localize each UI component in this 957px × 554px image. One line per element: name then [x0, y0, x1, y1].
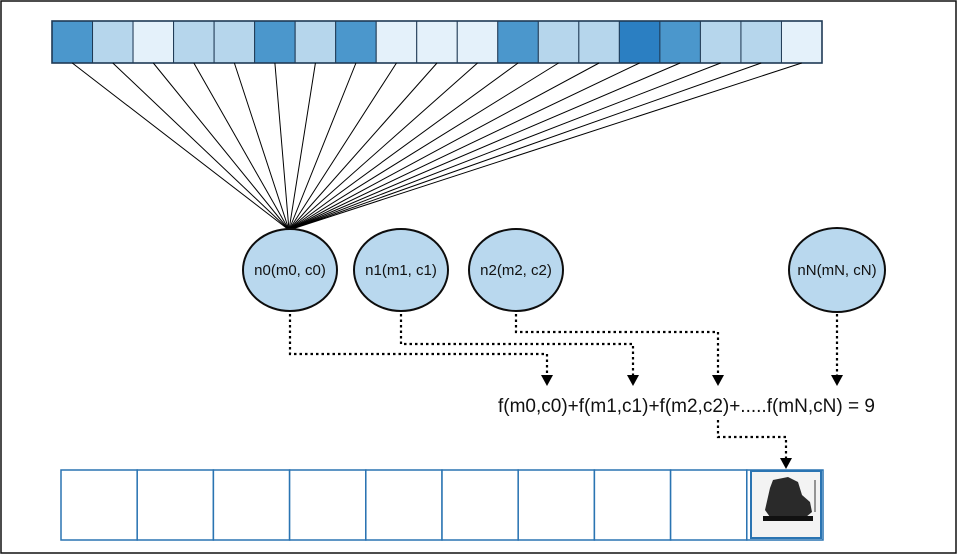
ankle-boot-thumbnail	[750, 470, 822, 539]
connection-line-13	[288, 62, 600, 231]
neuron-nN	[788, 227, 886, 313]
input-cell-10	[456, 20, 499, 64]
input-cell-11	[497, 20, 539, 64]
input-cell-14	[618, 20, 661, 64]
input-cell-17	[740, 20, 782, 64]
boot-sole	[763, 516, 813, 521]
neuron-n0-label: n0(m0, c0)	[254, 262, 326, 279]
dotted-arrows	[288, 314, 839, 460]
connection-line-10	[288, 62, 478, 231]
input-cell-13	[578, 20, 620, 64]
input-vector	[51, 20, 823, 64]
input-cell-9	[416, 20, 458, 64]
sum-formula: f(m0,c0)+f(m1,c1)+f(m2,c2)+.....f(mN,cN)…	[498, 396, 875, 417]
connection-line-15	[288, 62, 681, 231]
connection-line-12	[288, 62, 559, 231]
arrow-n1-to-formula	[399, 314, 635, 377]
connection-line-1	[112, 62, 290, 231]
output-cell-5	[441, 469, 519, 541]
input-cell-5	[254, 20, 296, 64]
output-cell-4	[365, 469, 443, 541]
input-cell-0	[51, 20, 94, 64]
input-cell-7	[335, 20, 377, 64]
connection-line-0	[71, 62, 290, 231]
arrowhead-1	[541, 375, 553, 386]
output-cell-6	[517, 469, 596, 541]
input-cell-12	[537, 20, 580, 64]
connection-lines	[71, 62, 802, 231]
connection-line-7	[288, 62, 357, 231]
connection-line-8	[288, 62, 397, 231]
output-cell-8	[669, 469, 748, 541]
arrow-formula-to-output	[716, 420, 788, 460]
connection-line-14	[288, 62, 640, 231]
neuron-n1-label: n1(m1, c1)	[365, 262, 437, 279]
input-cell-3	[173, 20, 215, 64]
neuron-n2	[468, 228, 564, 312]
output-vector	[60, 469, 824, 541]
connection-line-3	[193, 62, 290, 231]
input-cell-6	[294, 20, 337, 64]
input-cell-4	[213, 20, 256, 64]
neuron-nN-label: nN(mN, cN)	[797, 262, 876, 279]
neuron-layer: n0(m0, c0) n1(m1, c1) n2(m2, c2) nN(mN, …	[242, 227, 886, 313]
arrow-n2-to-formula	[514, 314, 720, 377]
arrowhead-5	[780, 458, 792, 469]
connection-line-2	[152, 62, 290, 231]
arrowhead-3	[712, 375, 724, 386]
connection-line-5	[274, 62, 290, 231]
input-cell-15	[659, 20, 701, 64]
neuron-n2-label: n2(m2, c2)	[480, 262, 552, 279]
connection-line-17	[288, 62, 762, 231]
neuron-n0	[242, 228, 338, 312]
arrowhead-4	[831, 375, 843, 386]
connection-line-9	[288, 62, 438, 231]
boot-shape	[765, 477, 812, 517]
input-cell-16	[699, 20, 742, 64]
output-cell-2	[212, 469, 291, 541]
output-cell-7	[593, 469, 672, 541]
connection-line-16	[288, 62, 721, 231]
arrowhead-2	[627, 375, 639, 386]
arrowheads	[541, 375, 843, 469]
arrow-n0-to-formula	[288, 314, 549, 377]
input-cell-18	[780, 20, 823, 64]
input-cell-1	[92, 20, 134, 64]
connection-line-4	[233, 62, 290, 231]
output-cell-0	[60, 469, 138, 541]
input-cell-2	[132, 20, 175, 64]
output-cell-3	[288, 469, 367, 541]
connection-line-6	[288, 62, 316, 231]
connection-line-11	[288, 62, 519, 231]
neuron-n1	[353, 228, 449, 312]
input-cell-8	[375, 20, 418, 64]
output-cell-1	[136, 469, 215, 541]
connection-line-18	[288, 62, 802, 231]
